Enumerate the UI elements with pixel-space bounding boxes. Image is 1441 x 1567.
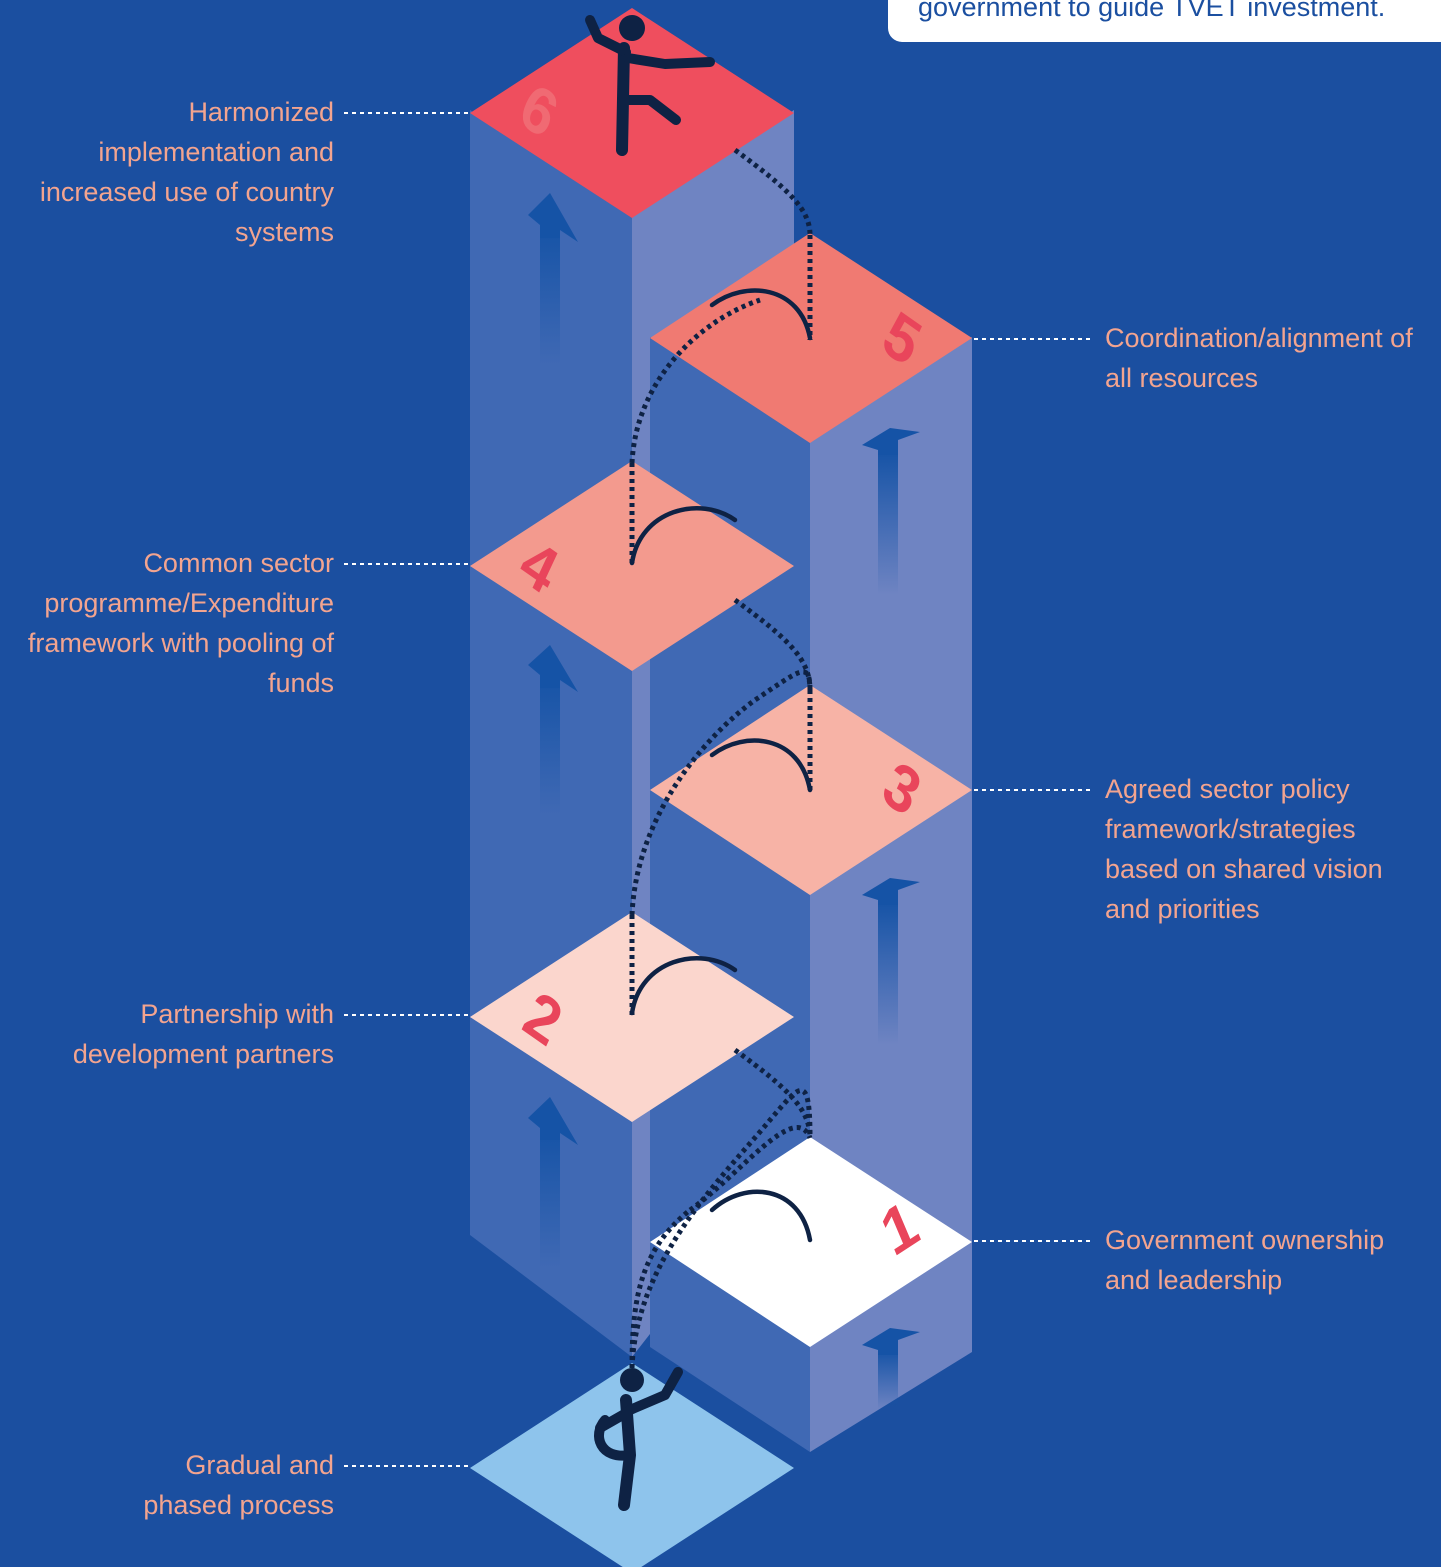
dotted-jump-path [629,297,761,464]
upward-arrow-icon [862,878,920,1045]
label-step-1: Government ownership and leadership [1105,1225,1385,1295]
upward-arrow-icon [528,1097,578,1268]
person-walking-icon [594,1367,683,1511]
label-step-6: Harmonized implementation and increased … [39,97,334,247]
jump-paths [629,147,813,1369]
note-text: government to guide TVET investment. [918,0,1386,22]
label-step-3: Agreed sector policy framework/strategie… [1105,774,1383,924]
note-box: government to guide TVET investment. [888,0,1441,42]
dotted-jump-path [629,1208,692,1369]
upward-arrow-icon [528,193,578,365]
step-arc-5 [709,288,813,341]
step-arc-4 [629,505,738,566]
step-arc-3 [709,738,813,793]
step-arc-2 [629,955,738,1016]
step-top-4 [470,461,794,671]
dotted-jump-path [688,1125,813,1213]
label-step-2: Partnership with development partners [72,999,334,1069]
label-step-4: Common sector programme/Expenditure fram… [27,548,334,698]
dotted-jump-path [733,147,813,236]
step-arcs [629,288,813,1243]
upward-arrow-icon [528,645,578,815]
step-top-2 [470,912,794,1122]
dotted-jump-path [733,1047,813,1139]
connector-lines [344,112,1094,1467]
dotted-jump-path [629,1087,813,1369]
label-step-0: Gradual and phased process [143,1450,334,1520]
step-arc-1 [709,1189,813,1243]
person-climbing-icon [585,15,715,156]
upward-arrow-icon [862,1328,920,1410]
upward-arrows [528,193,920,1410]
label-step-5: Coordination/alignment of all resources [1105,323,1413,393]
upward-arrow-icon [862,428,920,595]
